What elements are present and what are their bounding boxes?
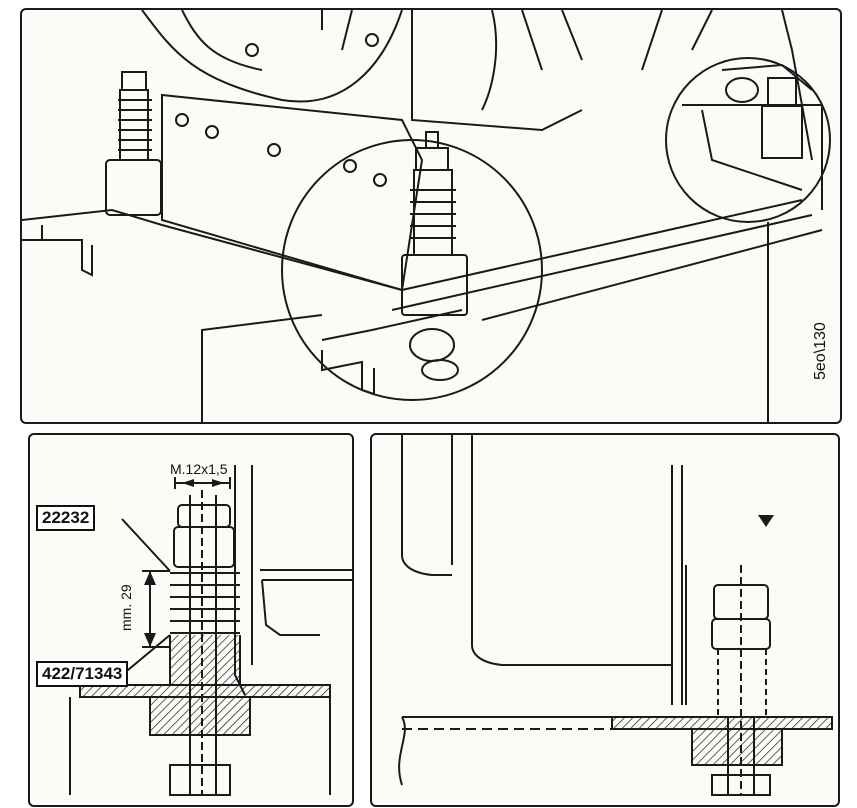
part-number-22232: 22232 bbox=[36, 505, 96, 531]
overview-illustration-panel: 5eo\130 bbox=[20, 8, 842, 424]
overview-drawing bbox=[22, 10, 831, 422]
stud-section-drawing bbox=[69, 465, 352, 796]
figure-reference-code: 5eo\130 bbox=[812, 322, 829, 380]
stud-view-panel bbox=[370, 433, 840, 807]
thread-size-label: M.12x1,5 bbox=[170, 461, 228, 477]
height-dimension-label: mm. 29 bbox=[118, 584, 134, 631]
stud-detail-panel: 22232 422/71343 M.12x1,5 mm. 29 bbox=[28, 433, 354, 807]
part-number-422-71343: 422/71343 bbox=[36, 661, 129, 687]
stud-view-drawing bbox=[398, 435, 833, 796]
